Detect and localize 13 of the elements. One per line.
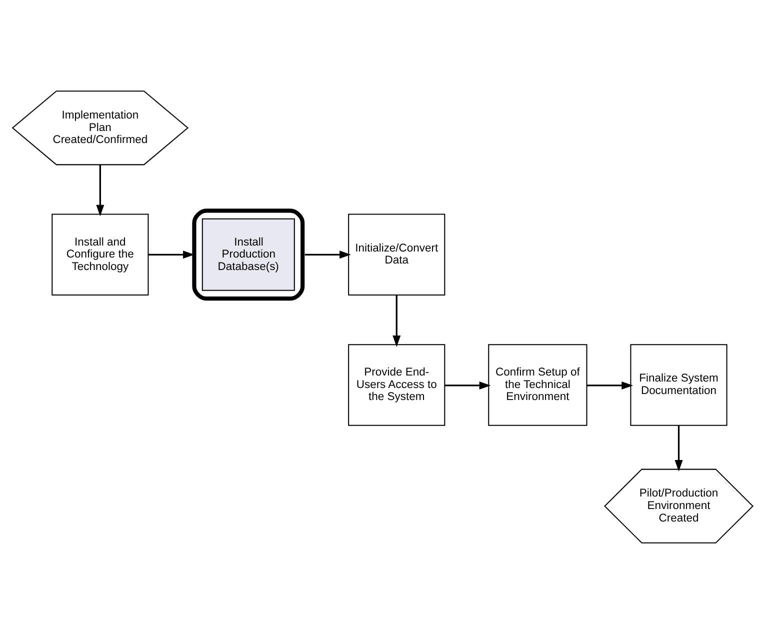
node-box: Provide End-Users Access to the System (348, 344, 446, 426)
arrow (148, 250, 194, 258)
arrow (96, 164, 104, 216)
node-box: Finalize System Documentation (630, 344, 728, 426)
node-box: Confirm Setup of the Technical Environment (488, 344, 588, 426)
arrow (444, 380, 491, 389)
arrow (587, 380, 634, 389)
arrow (674, 425, 683, 471)
arrow (392, 294, 401, 346)
node-box: Initialize/Convert Data (348, 213, 446, 296)
arrow (304, 250, 351, 258)
node-box: Install and Configure the Technology (52, 213, 149, 296)
node-box: Install Production Database(s) (192, 208, 305, 300)
